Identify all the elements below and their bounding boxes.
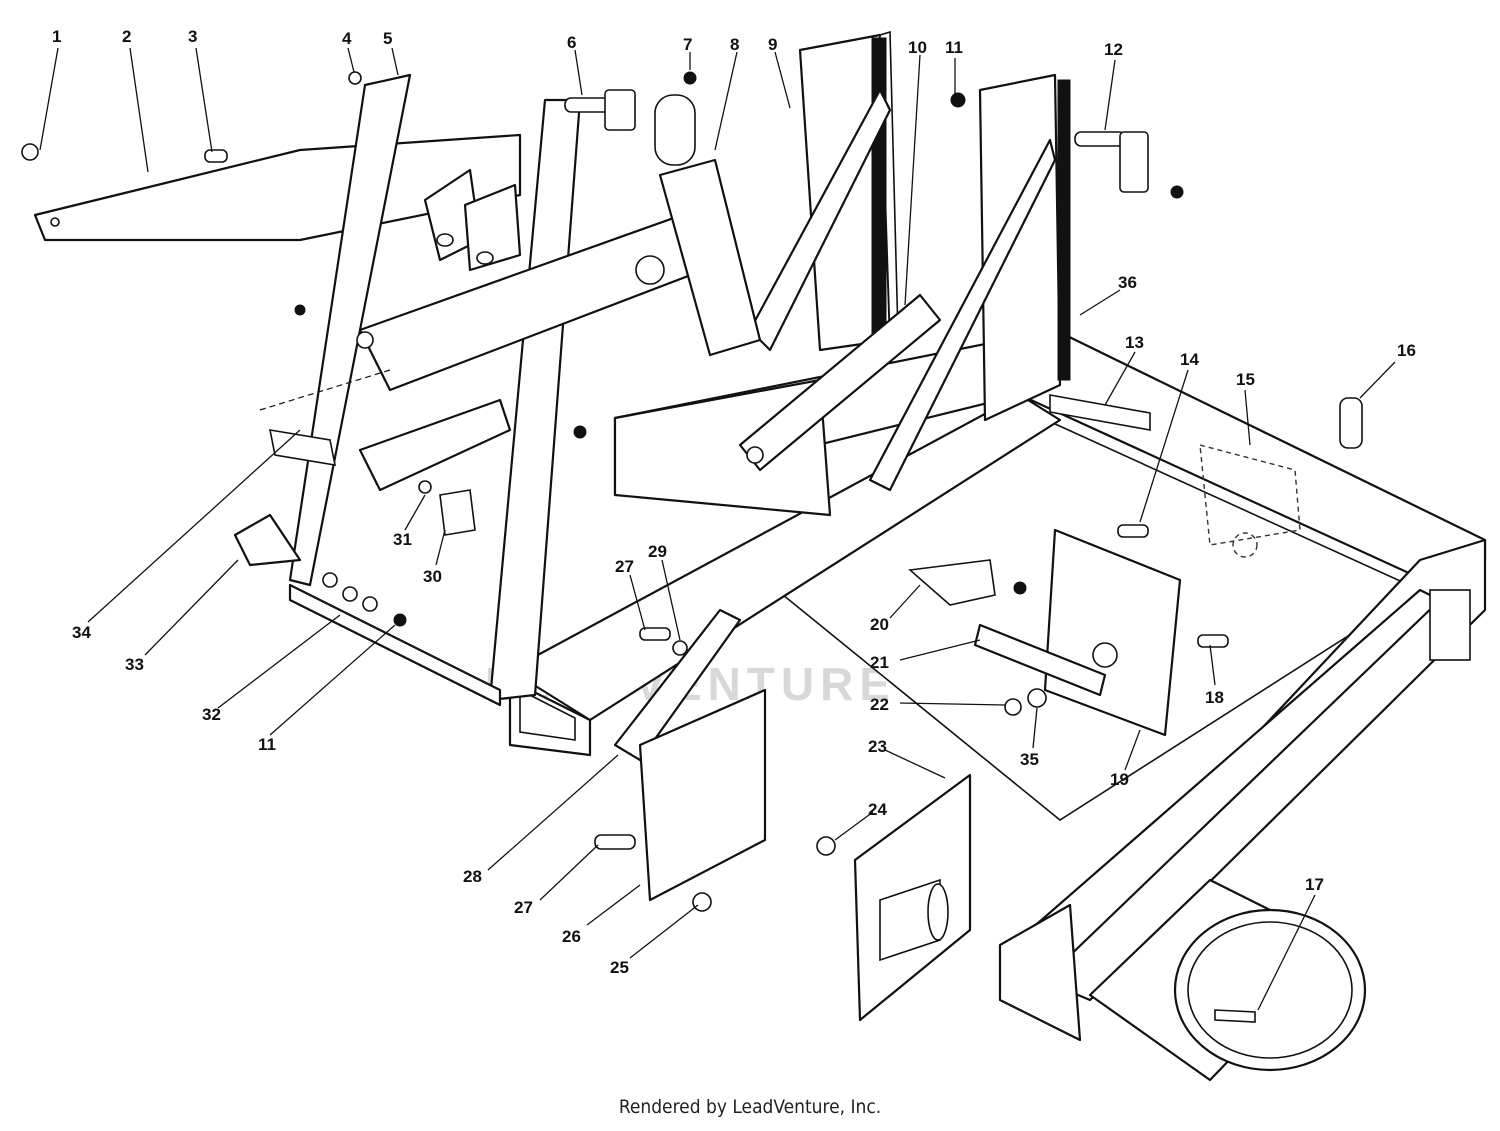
callout-22: 22 — [870, 695, 889, 714]
callout-5: 5 — [383, 29, 392, 48]
callout-32: 32 — [202, 705, 221, 724]
callout-26: 26 — [562, 927, 581, 946]
fasteners — [21, 71, 1363, 912]
callout-12: 12 — [1104, 40, 1123, 59]
upright-brackets — [738, 30, 1071, 492]
callout-1: 1 — [52, 27, 61, 46]
exploded-view-drawing: LEADVENTURE — [21, 27, 1487, 1082]
callout-23: 23 — [868, 737, 887, 756]
callout-17: 17 — [1305, 875, 1324, 894]
footer-credit: Rendered by LeadVenture, Inc. — [618, 1096, 882, 1118]
plates — [613, 528, 1182, 1022]
callout-14: 14 — [1180, 350, 1199, 369]
callout-2: 2 — [122, 27, 131, 46]
callout-29: 29 — [648, 542, 667, 561]
callout-10: 10 — [908, 38, 927, 57]
lift-frame — [33, 73, 762, 707]
callout-35: 35 — [1020, 750, 1039, 769]
callout-24: 24 — [868, 800, 887, 819]
callout-34: 34 — [72, 623, 91, 642]
callout-28: 28 — [463, 867, 482, 886]
callout-11: 11 — [945, 38, 963, 57]
hitch-band — [1088, 878, 1367, 1082]
callout-27-lower: 27 — [514, 898, 533, 917]
callout-4: 4 — [342, 29, 352, 48]
callout-13: 13 — [1125, 333, 1144, 352]
callout-16: 16 — [1397, 341, 1416, 360]
callout-18: 18 — [1205, 688, 1224, 707]
callout-21: 21 — [870, 653, 889, 672]
callout-11-lower: 11 — [258, 735, 276, 754]
callout-33: 33 — [125, 655, 144, 674]
callouts: 1 2 3 4 5 6 7 8 9 10 11 12 36 13 14 15 1… — [52, 27, 1416, 977]
callout-27-upper: 27 — [615, 557, 634, 576]
callout-8: 8 — [730, 35, 739, 54]
callout-9: 9 — [768, 35, 777, 54]
leader-lines — [39, 47, 1396, 1011]
callout-31: 31 — [393, 530, 412, 549]
callout-20: 20 — [870, 615, 889, 634]
callout-3: 3 — [188, 27, 197, 46]
callout-19: 19 — [1110, 770, 1129, 789]
callout-7: 7 — [683, 35, 692, 54]
callout-36: 36 — [1118, 273, 1137, 292]
callout-15: 15 — [1236, 370, 1255, 389]
callout-30: 30 — [423, 567, 442, 586]
callout-25: 25 — [610, 958, 629, 977]
callout-6: 6 — [567, 33, 576, 52]
